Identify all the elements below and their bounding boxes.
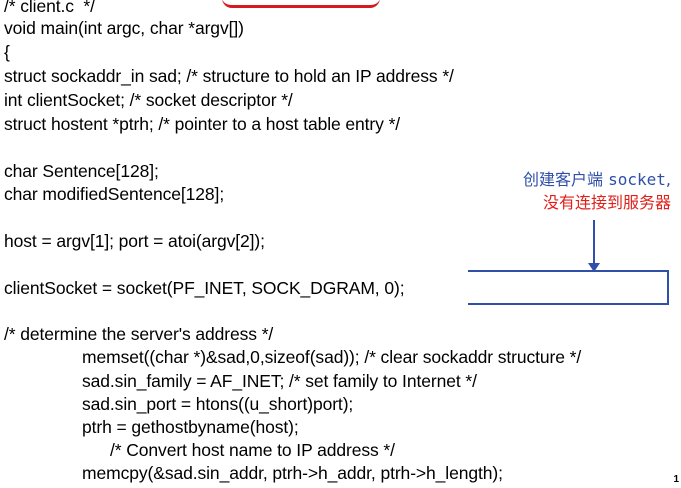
title-underline-mark	[222, 0, 380, 8]
annotation-comma: ,	[665, 170, 671, 189]
code-line-open-brace: {	[4, 42, 10, 62]
annotation-line-create-socket: 创建客户端 socket,	[523, 169, 671, 191]
code-line-memset: memset((char *)&sad,0,sizeof(sad)); /* c…	[82, 347, 582, 367]
code-line-sentence-decl: char Sentence[128];	[4, 161, 159, 181]
annotation-line-not-connected: 没有连接到服务器	[542, 193, 671, 212]
code-line-memcpy: memcpy(&sad.sin_addr, ptrh->h_addr, ptrh…	[82, 463, 503, 483]
callout-arrowhead-icon	[588, 263, 600, 272]
code-line-host-port-assign: host = argv[1]; port = atoi(argv[2]);	[4, 231, 265, 251]
code-line-sockaddr-decl: struct sockaddr_in sad; /* structure to …	[4, 66, 454, 86]
code-line-comment-convert: /* Convert host name to IP address */	[110, 440, 395, 460]
code-line-comment-server-address: /* determine the server's address */	[4, 324, 274, 344]
code-line-sin-family: sad.sin_family = AF_INET; /* set family …	[82, 371, 477, 391]
code-line-comment-filename: /* client.c */	[4, 0, 95, 16]
code-line-socket-call: clientSocket = socket(PF_INET, SOCK_DGRA…	[4, 278, 405, 298]
code-line-sin-port: sad.sin_port = htons((u_short)port);	[82, 394, 354, 414]
code-line-main-signature: void main(int argc, char *argv[])	[4, 18, 244, 38]
callout-box-outline	[468, 270, 669, 305]
code-line-gethostbyname: ptrh = gethostbyname(host);	[82, 417, 299, 437]
page-number: 1	[673, 474, 679, 485]
code-line-clientsocket-decl: int clientSocket; /* socket descriptor *…	[4, 90, 293, 110]
code-line-hostent-decl: struct hostent *ptrh; /* pointer to a ho…	[4, 114, 401, 134]
annotation-text-create-client: 创建客户端	[523, 170, 609, 189]
annotation-keyword-socket: socket	[608, 170, 666, 189]
code-line-modified-sentence-decl: char modifiedSentence[128];	[4, 184, 225, 204]
